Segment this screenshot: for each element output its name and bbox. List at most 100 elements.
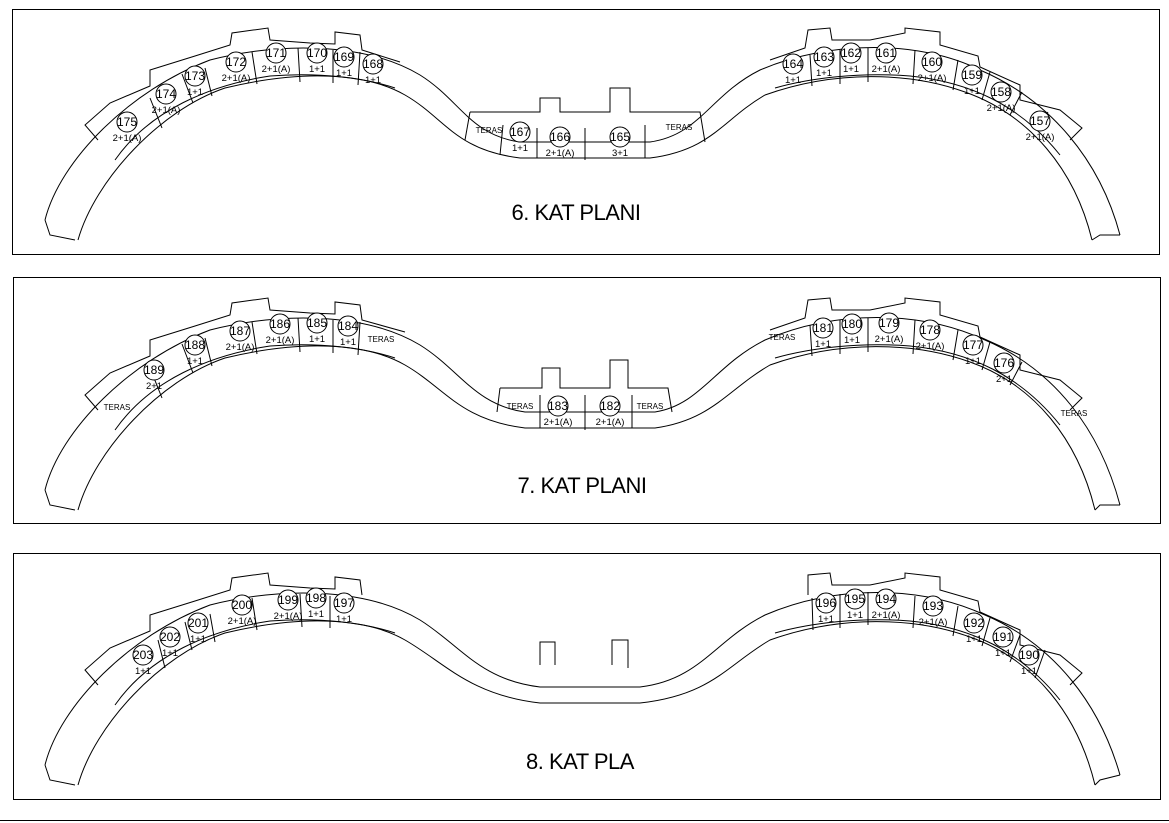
unit-number: 191: [993, 630, 1013, 644]
unit-number: 160: [922, 55, 942, 69]
unit-type: 2+1: [996, 374, 1012, 385]
unit-type: 2+1(A): [872, 64, 901, 75]
unit-number: 202: [160, 630, 180, 644]
unit-number: 197: [334, 596, 354, 610]
terrace-label: TERAS: [769, 333, 796, 342]
unit-number: 189: [144, 363, 164, 377]
unit-type: 1+1: [340, 337, 356, 348]
unit-number-circle: [362, 53, 384, 75]
unit-number: 198: [306, 591, 326, 605]
unit-number-circle: [132, 644, 154, 666]
unit-number-circle: [265, 42, 287, 64]
unit-type: 1+1: [1021, 666, 1037, 677]
unit-type: 1+1: [965, 356, 981, 367]
unit-number-circle: [961, 64, 983, 86]
unit-number: 159: [962, 68, 982, 82]
bottom-rule: [0, 820, 1169, 821]
unit-number-circle: [155, 83, 177, 105]
unit-number-circle: [813, 46, 835, 68]
apartment-unit: 200 2+1(A): [228, 594, 257, 627]
unit-type: 1+1: [187, 356, 203, 367]
unit-number-circle: [333, 46, 355, 68]
unit-number-circle: [143, 359, 165, 381]
unit-number: 157: [1030, 114, 1050, 128]
unit-type: 2+1(A): [226, 342, 255, 353]
unit-number-circle: [159, 626, 181, 648]
unit-number-circle: [1018, 644, 1040, 666]
unit-type: 1+1: [135, 666, 151, 677]
unit-number-circle: [231, 594, 253, 616]
unit-type: 1+1: [187, 87, 203, 98]
unit-number-circle: [812, 317, 834, 339]
unit-number: 168: [363, 57, 383, 71]
unit-number-circle: [337, 315, 359, 337]
unit-type: 2+1(A): [918, 73, 947, 84]
unit-type: 2+1(A): [228, 616, 257, 627]
unit-type: 2+1(A): [113, 133, 142, 144]
unit-number: 163: [814, 50, 834, 64]
terrace-label: TERAS: [1061, 409, 1088, 418]
unit-type: 1+1: [365, 75, 381, 86]
unit-number: 200: [232, 598, 252, 612]
unit-number-circle: [333, 592, 355, 614]
unit-type: 1+1: [336, 614, 352, 625]
unit-type: 1+1: [964, 86, 980, 97]
unit-number: 178: [920, 323, 940, 337]
unit-number: 199: [278, 593, 298, 607]
unit-number-circle: [609, 126, 631, 148]
unit-type: 1+1: [162, 648, 178, 659]
unit-type: 1+1: [309, 64, 325, 75]
unit-type: 2+1(A): [875, 334, 904, 345]
unit-type: 1+1: [815, 339, 831, 350]
unit-type: 1+1: [816, 68, 832, 79]
unit-number-circle: [841, 313, 863, 335]
floor-7-plan-panel: [13, 277, 1161, 524]
unit-number-circle: [990, 81, 1012, 103]
unit-type: 1+1: [190, 634, 206, 645]
floor-8-outline: [44, 572, 1121, 786]
terrace-label: TERAS: [368, 335, 395, 344]
unit-number: 164: [783, 57, 803, 71]
unit-number: 172: [226, 55, 246, 69]
terrace-label: TERAS: [476, 126, 503, 135]
apartment-unit: 187 2+1(A): [226, 320, 255, 353]
unit-number-circle: [875, 588, 897, 610]
unit-number-circle: [815, 592, 837, 614]
unit-number-circle: [187, 612, 209, 634]
unit-number: 170: [307, 46, 327, 60]
unit-number: 193: [923, 599, 943, 613]
unit-type: 1+1: [966, 634, 982, 645]
unit-number: 187: [230, 324, 250, 338]
unit-number-circle: [840, 42, 862, 64]
unit-number: 194: [876, 592, 896, 606]
terrace-label: TERAS: [666, 123, 693, 132]
unit-number: 173: [185, 69, 205, 83]
terrace-label: TERAS: [104, 403, 131, 412]
